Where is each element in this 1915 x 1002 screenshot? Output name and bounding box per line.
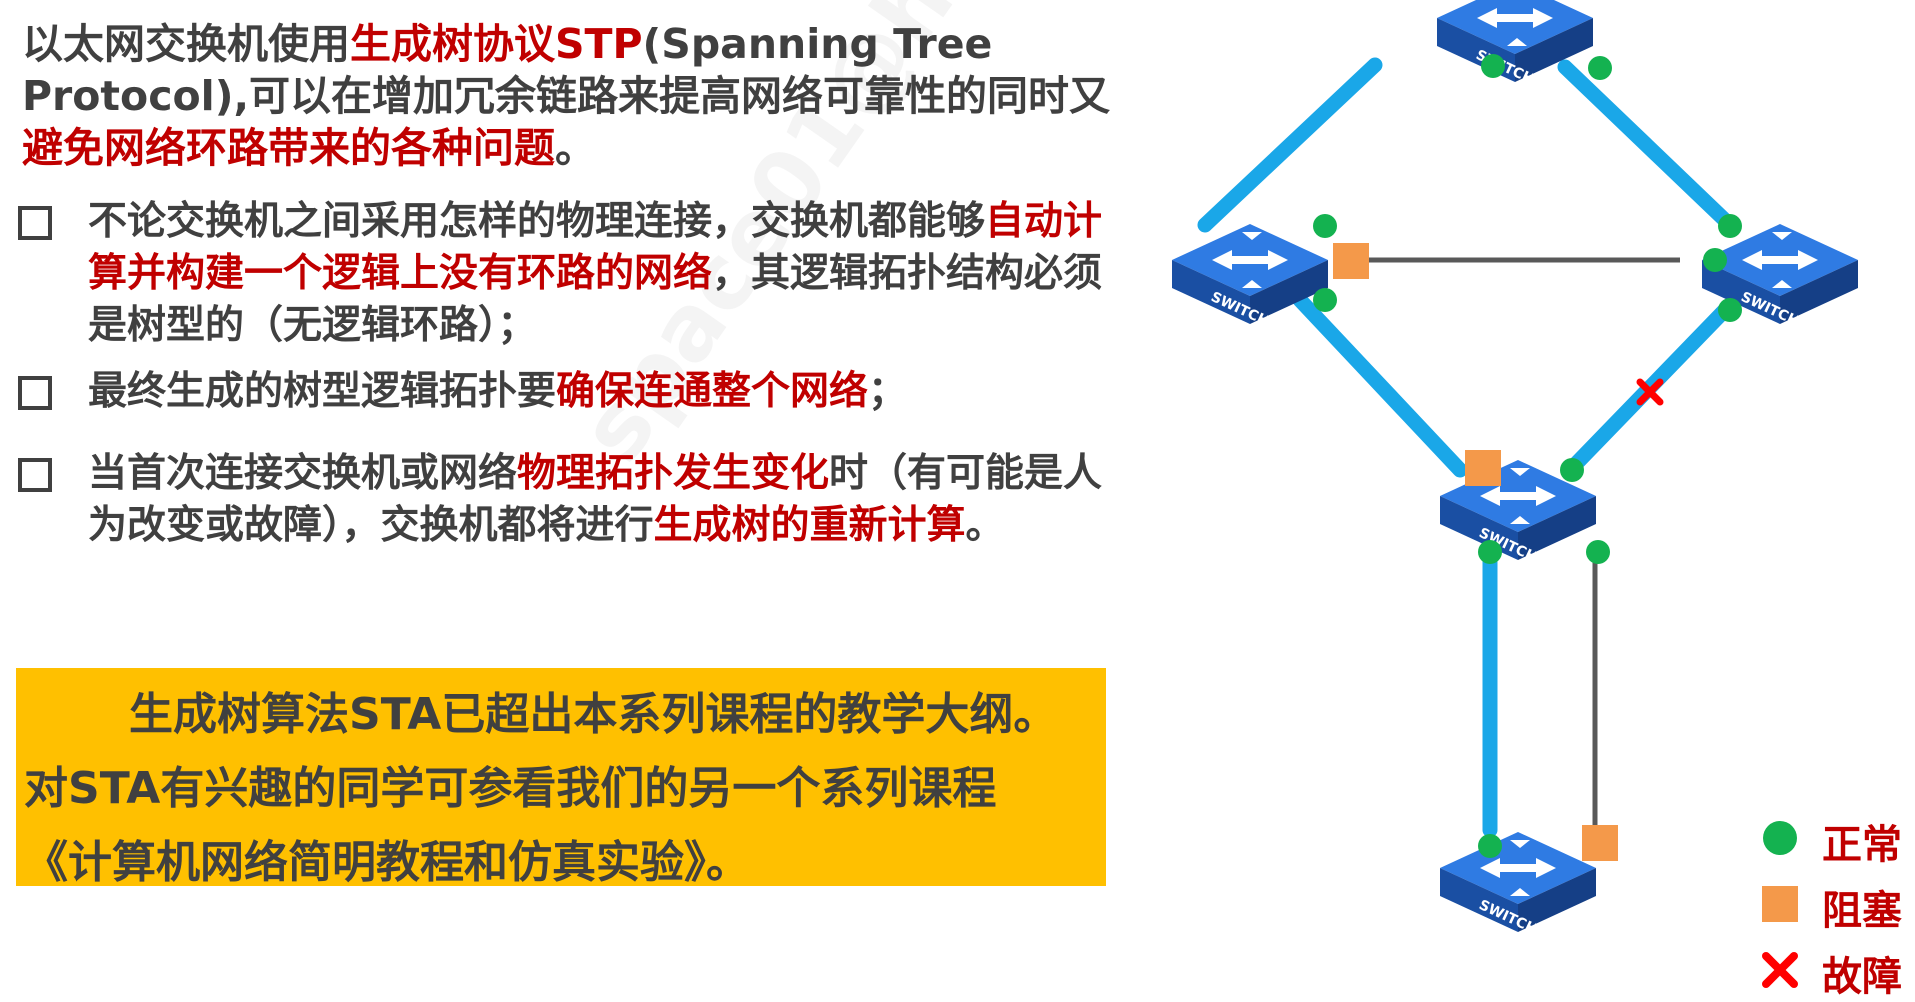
port-normal bbox=[1703, 248, 1727, 272]
bullet-text: 不论交换机之间采用怎样的物理连接，交换机都能够自动计算并构建一个逻辑上没有环路的… bbox=[88, 196, 1118, 352]
bullet-text-part: 当首次连接交换机或网络 bbox=[88, 451, 518, 496]
stp-topology-diagram: SWITCH SWITCH SWITCH SWITCH SWITCH bbox=[1172, 0, 1858, 938]
checkbox-icon bbox=[18, 376, 52, 410]
notice-line: 生成树算法STA已超出本系列课程的教学大纲。 bbox=[129, 689, 1058, 740]
legend-normal-icon bbox=[1763, 821, 1797, 855]
bullet-highlight: 生成树的重新计算 bbox=[653, 503, 966, 548]
checkbox-icon bbox=[18, 206, 52, 240]
bullet-text-part: ； bbox=[868, 369, 908, 414]
bullet-highlight: 自动计算并构建一个逻辑上没有环路的网络 bbox=[88, 199, 1103, 296]
bullet-highlight: 物理拓扑发生变化 bbox=[517, 451, 830, 496]
legend-label: 故障 bbox=[1822, 954, 1902, 1000]
bullet-text: 最终生成的树型逻辑拓扑要确保连通整个网络； bbox=[88, 366, 1118, 418]
bullet-text-part: 。 bbox=[965, 503, 1005, 548]
port-normal bbox=[1481, 54, 1505, 78]
intro-highlight-stp: 生成树协议STP bbox=[350, 20, 643, 68]
intro-text: 以太网交换机使用 bbox=[22, 20, 350, 68]
port-normal bbox=[1588, 56, 1612, 80]
bullet-item: 不论交换机之间采用怎样的物理连接，交换机都能够自动计算并构建一个逻辑上没有环路的… bbox=[18, 196, 1118, 352]
port-normal bbox=[1586, 540, 1610, 564]
bullet-text-part: 最终生成的树型逻辑拓扑要 bbox=[88, 369, 557, 414]
port-normal bbox=[1478, 540, 1502, 564]
link-top-left bbox=[1197, 57, 1383, 233]
intro-paragraph: 以太网交换机使用生成树协议STP(Spanning Tree Protocol)… bbox=[22, 18, 1132, 174]
bullet-text-part: 时（有可能是人为改变或故障），交换机都将进行 bbox=[88, 451, 1103, 548]
notice-line: 《计算机网络简明教程和仿真实验》。 bbox=[24, 837, 750, 888]
bullet-text-part: 不论交换机之间采用怎样的物理连接，交换机都能够 bbox=[88, 199, 986, 244]
fault-icon bbox=[1636, 378, 1664, 406]
checkbox-icon bbox=[18, 458, 52, 492]
intro-highlight-loop: 避免网络环路带来的各种问题 bbox=[22, 124, 555, 172]
legend-blocked-icon bbox=[1762, 886, 1798, 922]
port-blocked bbox=[1582, 825, 1618, 861]
port-normal bbox=[1560, 458, 1584, 482]
legend-label: 阻塞 bbox=[1822, 888, 1902, 934]
intro-text: 。 bbox=[555, 124, 596, 172]
port-normal bbox=[1718, 298, 1742, 322]
port-blocked bbox=[1333, 243, 1369, 279]
legend-label: 正常 bbox=[1822, 822, 1902, 868]
port-normal bbox=[1313, 288, 1337, 312]
bullet-item: 最终生成的树型逻辑拓扑要确保连通整个网络； bbox=[18, 366, 1118, 418]
link-top-right bbox=[1557, 59, 1738, 233]
port-normal bbox=[1478, 834, 1502, 858]
bullet-highlight: 确保连通整个网络 bbox=[556, 369, 869, 414]
port-normal bbox=[1718, 214, 1742, 238]
legend-fault-icon bbox=[1762, 952, 1798, 988]
bullet-text-part: ，其逻辑拓扑结构必须是树型的（无逻辑环路）； bbox=[88, 251, 1103, 348]
port-blocked bbox=[1465, 450, 1501, 486]
notice-box: 生成树算法STA已超出本系列课程的教学大纲。 对STA有兴趣的同学可参看我们的另… bbox=[16, 668, 1106, 888]
intro-text: (Spanning Tree Protocol),可以在增加冗余链路来提高网络可… bbox=[22, 20, 1111, 120]
link-left-center bbox=[1292, 292, 1468, 478]
port-normal bbox=[1313, 214, 1337, 238]
bullet-text: 当首次连接交换机或网络物理拓扑发生变化时（有可能是人为改变或故障），交换机都将进… bbox=[88, 448, 1118, 552]
notice-line: 对STA有兴趣的同学可参看我们的另一个系列课程 bbox=[24, 763, 997, 814]
bullet-item: 当首次连接交换机或网络物理拓扑发生变化时（有可能是人为改变或故障），交换机都将进… bbox=[18, 448, 1118, 552]
